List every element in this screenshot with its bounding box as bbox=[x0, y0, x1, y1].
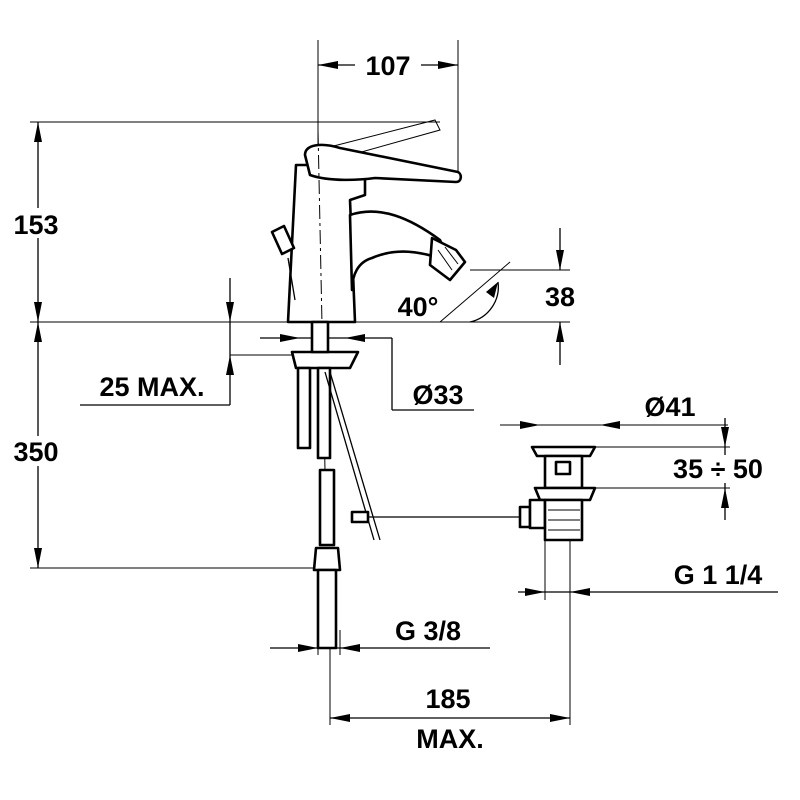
extension-lines bbox=[30, 40, 730, 725]
dim-waste-thread-label: G 1 1/4 bbox=[674, 560, 763, 590]
dim-hole-diameter-label: Ø33 bbox=[412, 380, 463, 410]
dim-height-upper: 153 bbox=[13, 210, 58, 240]
dim-waste-range-label: 35 ÷ 50 bbox=[673, 454, 763, 484]
dim-25-max: 25 MAX. bbox=[80, 278, 234, 406]
dim-supply-thread: G 3/8 bbox=[270, 616, 490, 652]
dim-185: 185 MAX. bbox=[330, 684, 570, 754]
dim-153-350: 153 350 bbox=[4, 122, 68, 568]
dim-waste-thread: G 1 1/4 bbox=[518, 560, 778, 596]
dim-waste-diameter-label: Ø41 bbox=[644, 392, 695, 422]
dim-waste-range: 35 ÷ 50 bbox=[655, 418, 780, 520]
dim-deck-thickness: 25 MAX. bbox=[99, 372, 204, 402]
dim-supply-thread-label: G 3/8 bbox=[395, 616, 461, 646]
dim-angle: 40° bbox=[398, 261, 511, 323]
dim-width-top: 107 bbox=[365, 51, 410, 81]
dim-waste-distance: 185 bbox=[425, 684, 470, 714]
dim-waste-distance-note: MAX. bbox=[416, 724, 484, 754]
faucet-illustration bbox=[270, 119, 597, 650]
dim-spout-angle: 40° bbox=[398, 292, 439, 322]
dim-waste-diameter: Ø41 bbox=[520, 392, 696, 429]
dim-107: 107 bbox=[318, 48, 458, 81]
dim-hole-diameter: Ø33 bbox=[260, 334, 474, 411]
dim-38: 38 bbox=[545, 228, 575, 365]
dim-spout-height: 38 bbox=[545, 282, 575, 312]
dim-height-lower: 350 bbox=[13, 437, 58, 467]
